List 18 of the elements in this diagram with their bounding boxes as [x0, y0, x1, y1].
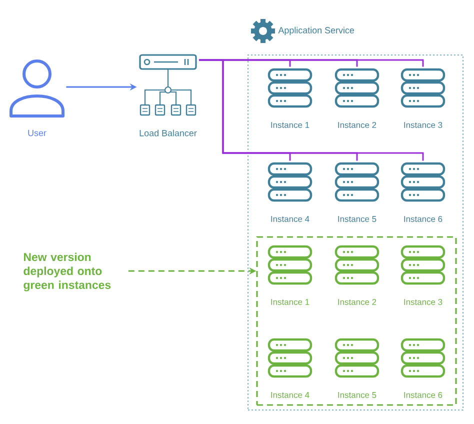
node-label: Instance 3	[404, 122, 442, 128]
node-label: Instance 4	[271, 216, 310, 222]
node-label: Load Balancer	[140, 130, 197, 136]
node-label: User	[28, 130, 46, 136]
node-label: Instance 5	[338, 392, 376, 398]
group-boundary	[256, 236, 457, 406]
note-text: New version deployed onto green instances	[24, 252, 111, 292]
node-label: Instance 6	[404, 392, 442, 398]
group-title: Application Service	[278, 26, 354, 36]
connector	[199, 59, 424, 161]
node-label: Instance 6	[404, 216, 442, 222]
node-label: Instance 1	[271, 299, 310, 305]
node-label: Instance 5	[338, 216, 376, 222]
node-label: Instance 2	[338, 122, 376, 128]
node-label: Instance 3	[404, 299, 442, 305]
node-label: Instance 1	[271, 122, 310, 128]
node-label: Instance 2	[338, 299, 376, 305]
node-label: Instance 4	[271, 392, 310, 398]
